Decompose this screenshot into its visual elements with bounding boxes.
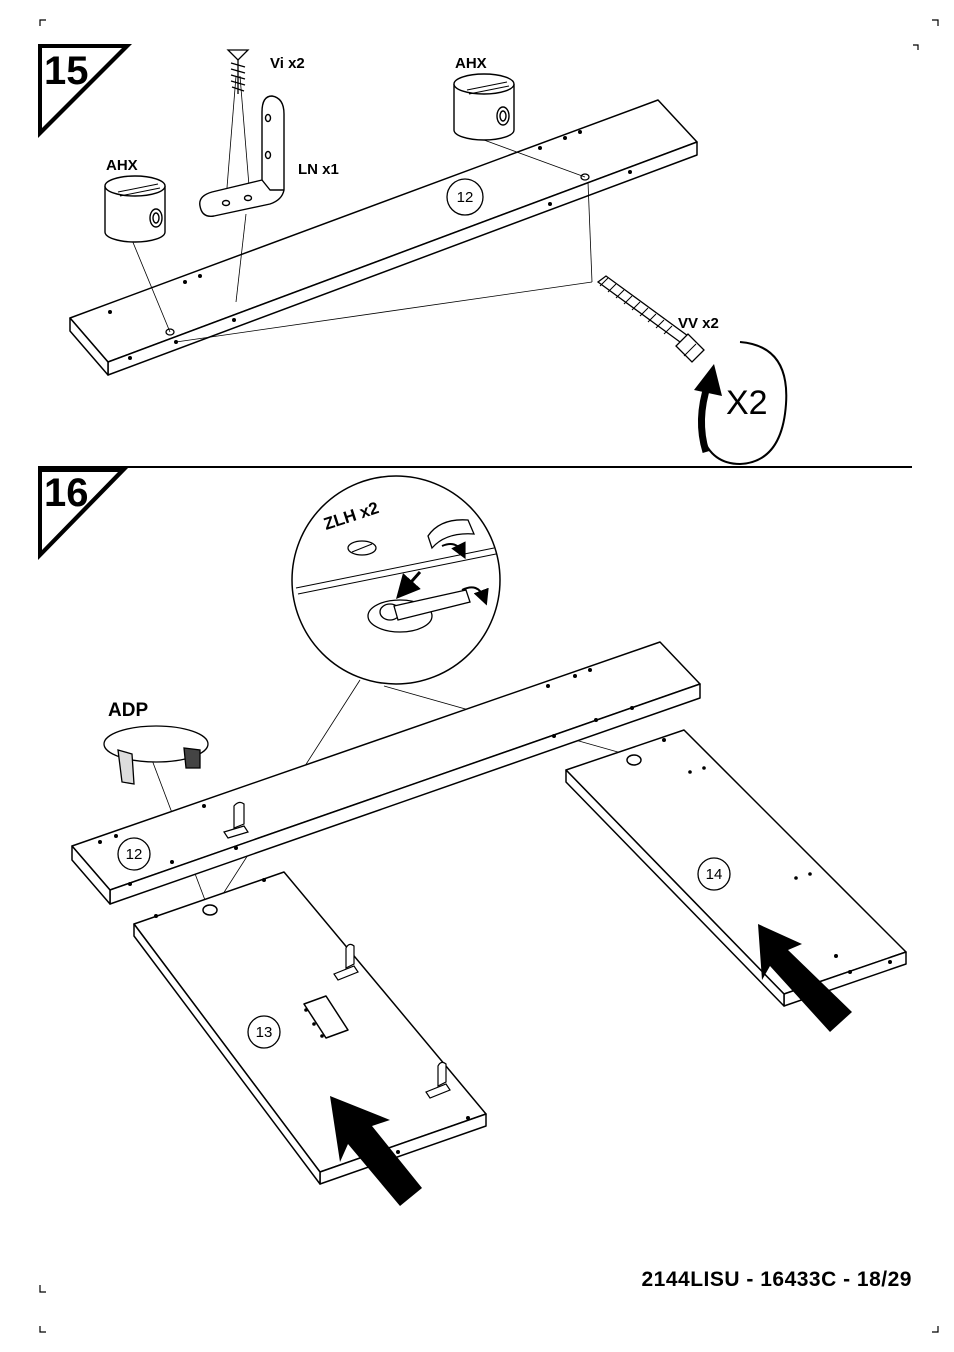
part-12-label-16: 12 — [126, 846, 143, 863]
small-bracket-on-12 — [223, 801, 249, 839]
footer-reference: 2144LISU - 16433C - 18/29 — [641, 1268, 912, 1291]
screw-icon — [226, 49, 250, 94]
cam-right-label: AHX — [455, 55, 487, 72]
cover-cap-icon — [103, 725, 209, 785]
cam-lock-right-icon — [453, 73, 515, 141]
push-arrow-14-icon — [758, 924, 852, 1032]
angle-bracket-icon — [199, 95, 285, 217]
part-12-tag-16: 12 — [117, 837, 151, 871]
screw-label: Vi x2 — [270, 55, 305, 72]
push-arrow-13-icon — [330, 1096, 422, 1206]
cam-lock-left-icon — [104, 175, 166, 243]
step-16-number: 16 — [44, 471, 89, 515]
bolt-label: VV x2 — [678, 315, 719, 332]
panel-14 — [565, 729, 907, 1007]
panel-13 — [133, 871, 487, 1185]
rotate-arrow-icon — [694, 341, 788, 466]
detail-zoom-circle — [291, 475, 501, 685]
step-16: 16 ZLH x2 ADP — [38, 468, 907, 1206]
crop-marks — [39, 19, 939, 1333]
bracket-label: LN x1 — [298, 161, 339, 178]
panel-12-step15 — [69, 99, 698, 376]
bolt-icon — [596, 275, 705, 363]
cap-label: ADP — [108, 700, 148, 721]
panel-12-step16 — [71, 641, 701, 905]
part-14-label: 14 — [706, 866, 723, 883]
step-15: 15 12 — [38, 44, 788, 466]
step-16-badge: 16 — [38, 468, 128, 560]
step-15-badge: 15 — [38, 44, 132, 138]
rotate-label: X2 — [726, 384, 768, 422]
part-12-tag: 12 — [446, 178, 484, 216]
cam-left-label: AHX — [106, 157, 138, 174]
small-brackets-on-13 — [333, 943, 451, 1099]
part-14-tag: 14 — [697, 857, 731, 891]
panel-13-holes — [154, 878, 470, 1154]
part-12-label: 12 — [457, 189, 474, 206]
panel-14-holes — [662, 738, 892, 974]
panel-12-step16-holes — [98, 668, 634, 886]
guide-lines-15 — [131, 75, 593, 343]
step-15-number: 15 — [44, 49, 89, 93]
part-13-tag: 13 — [247, 1015, 281, 1049]
part-13-label: 13 — [256, 1024, 273, 1041]
